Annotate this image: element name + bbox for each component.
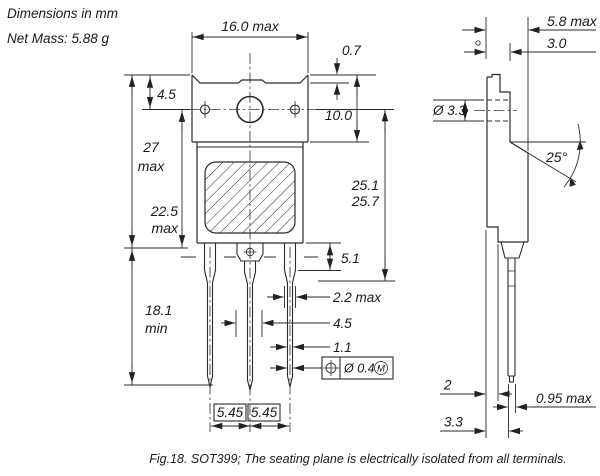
chamfer-angle-label: 25°	[545, 149, 568, 165]
hole-to-shoulder-min-label: 25.1	[351, 177, 379, 193]
dim-lead-length: 18.1 min	[124, 248, 213, 386]
overall-height-qual-label: max	[138, 158, 165, 174]
top-depth-label: 3.0	[547, 35, 567, 51]
tab-height-label: 10.0	[325, 107, 352, 123]
position-tolerance-frame: Ø 0.4 M	[270, 356, 394, 380]
overall-width-label: 16.0 max	[221, 18, 280, 34]
mmc-modifier-icon: M	[374, 361, 388, 375]
depth-label: 5.8 max	[547, 13, 598, 29]
small-hole-left	[199, 101, 211, 118]
lead-narrow-label: 1.1	[333, 340, 352, 355]
mounting-hole	[236, 95, 264, 124]
dim-shoulder-length: 5.1	[298, 242, 360, 271]
net-mass-note: Net Mass: 5.88 g	[7, 31, 110, 46]
dim-hole-diameter: Ø 3.3	[432, 99, 479, 122]
dim-lead-pitch: 5.45 5.45	[211, 403, 289, 430]
lead-center	[243, 261, 257, 391]
dim-body-back: 2	[440, 378, 512, 398]
front-view: 16.0 max 0.7 10.0 25.1 25.7	[124, 18, 395, 432]
package-body-outline	[191, 74, 309, 244]
lead-right	[283, 243, 297, 388]
dim-overall-height: 27 max	[124, 74, 190, 248]
dim-lead-wide: 2.2 max	[267, 286, 382, 308]
center-protrusion	[236, 243, 264, 262]
dot-marker	[475, 40, 481, 46]
side-extension-lines	[485, 230, 516, 438]
center-shoulder-label: 4.5	[333, 316, 352, 331]
overall-height-label: 27	[142, 139, 160, 155]
lead-thickness-label: 0.95 max	[536, 391, 593, 406]
dim-top-depth: 3.0	[464, 35, 596, 61]
hatched-pad	[204, 161, 296, 234]
side-view: 5.8 max 3.0 Ø 3.3 25°	[432, 13, 598, 438]
dim-lead-narrow: 1.1	[270, 340, 352, 355]
figure-caption: Fig.18. SOT399; The seating plane is ele…	[149, 452, 567, 466]
hole-to-seating-qual-label: max	[152, 220, 179, 236]
side-outline	[486, 73, 529, 383]
dim-hole-to-seating: 22.5 max	[124, 109, 188, 249]
hole-diameter-label: Ø 3.3	[432, 103, 467, 118]
mmc-modifier-label: M	[377, 364, 385, 375]
dim-overall-width: 16.0 max	[191, 18, 309, 73]
hole-to-seating-label: 22.5	[150, 203, 178, 219]
lead-length-label: 18.1	[145, 302, 172, 318]
shoulder-length-label: 5.1	[341, 251, 360, 266]
dimensions-note: Dimensions in mm	[7, 6, 118, 21]
dim-tab-height: 10.0	[310, 75, 369, 143]
hole-to-shoulder-max-label: 25.7	[351, 193, 380, 209]
lead-wide-label: 2.2 max	[332, 290, 382, 305]
position-symbol-icon	[323, 360, 339, 376]
position-tolerance-label: Ø 0.4	[343, 362, 375, 376]
dim-chamfer-angle: 25°	[510, 123, 586, 188]
lead-length-qual-label: min	[145, 320, 168, 336]
dim-depth: 5.8 max	[462, 13, 598, 151]
dim-hole-to-shoulder: 25.1 25.7	[318, 109, 395, 282]
pitch-right-label: 5.45	[251, 405, 278, 420]
dim-top-step: 0.7	[310, 43, 376, 100]
dim-top-to-hole: 4.5	[146, 75, 176, 110]
pitch-left-label: 5.45	[217, 405, 244, 420]
small-hole-right	[289, 101, 301, 118]
top-to-hole-label: 4.5	[157, 87, 176, 102]
top-step-label: 0.7	[342, 43, 361, 58]
dim-lead-thickness: 0.95 max	[493, 391, 596, 411]
dim-center-shoulder: 4.5	[221, 310, 352, 337]
lead-front-label: 3.3	[444, 415, 463, 430]
hidden-hole-lines	[474, 99, 517, 122]
body-back-label: 2	[443, 378, 452, 393]
dim-lead-front: 3.3	[440, 415, 523, 435]
lead-left	[203, 243, 217, 388]
